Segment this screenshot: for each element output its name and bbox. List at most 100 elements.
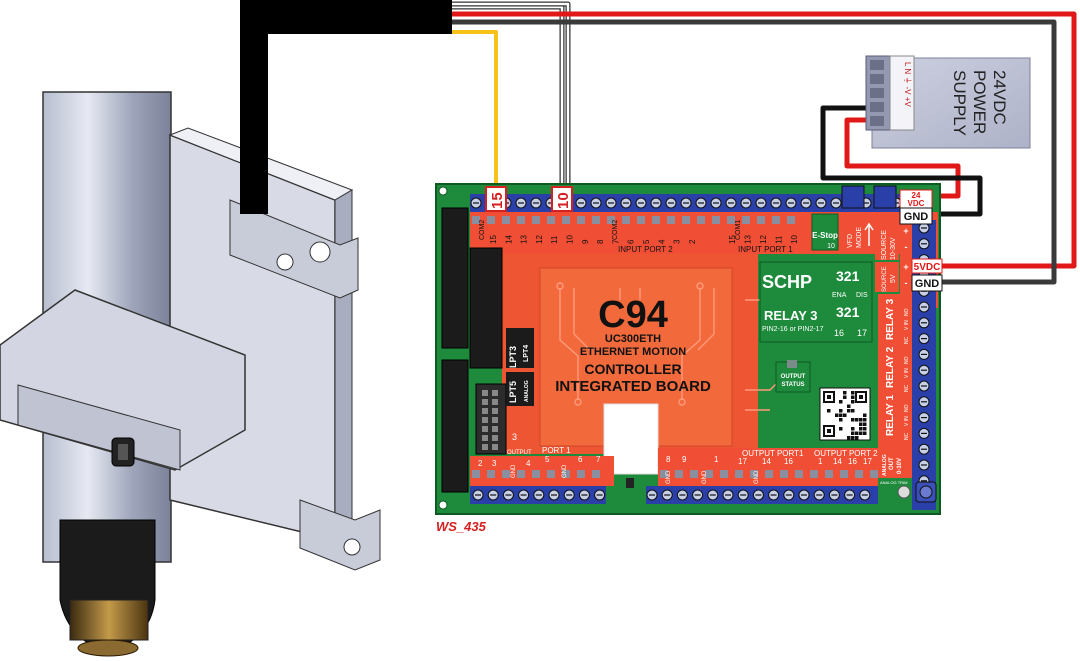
header-pin xyxy=(482,435,488,441)
label-lpt3: LPT3 xyxy=(508,346,518,368)
relay-terminal-label: V IN xyxy=(904,368,910,378)
psu-terminal-labels: L N ⏚ -V +V xyxy=(903,62,912,107)
header-pad xyxy=(607,216,615,224)
header-pad xyxy=(502,216,510,224)
label-gnd-b: GND xyxy=(915,278,940,290)
bl-output-port2: OUTPUT PORT 2 xyxy=(814,449,878,458)
qr-module xyxy=(863,431,867,435)
relay-1-label: RELAY 1 xyxy=(885,394,896,436)
bottom-pad xyxy=(562,470,570,478)
label-lpt5: LPT5 xyxy=(508,381,518,403)
bottom-pad xyxy=(592,470,600,478)
label-com2-b: COM2 xyxy=(612,220,619,240)
header-pin xyxy=(492,435,498,441)
qr-code xyxy=(823,391,867,440)
relay-terminal-label: V IN xyxy=(904,416,910,426)
header-pad xyxy=(667,216,675,224)
input-port1-pin: 12 xyxy=(759,235,768,244)
bottom-pad xyxy=(720,470,728,478)
callout-pin-15: 15 xyxy=(489,192,506,209)
analog-out-3: 0-10V xyxy=(897,458,903,474)
header-pin xyxy=(482,426,488,432)
psu-line-3: SUPPLY xyxy=(950,70,969,136)
header-pin xyxy=(492,444,498,450)
diagram-caption: WS_435 xyxy=(436,519,487,534)
input-port1-pin: 15 xyxy=(728,235,737,244)
qr-module xyxy=(847,404,851,408)
header-pad xyxy=(727,216,735,224)
input-port2-pin: 13 xyxy=(520,235,529,244)
qr-module xyxy=(839,409,843,413)
pin-header xyxy=(482,390,498,450)
input-port2-pin: 6 xyxy=(627,239,636,244)
bl-2: 2 xyxy=(478,459,483,468)
header-pad xyxy=(712,216,720,224)
input-port2-pin: 5 xyxy=(642,239,651,244)
bl-gnd-3: GND xyxy=(666,470,672,484)
header-pad xyxy=(547,216,555,224)
relay3-pin-note: PIN2-16 or PIN2-17 xyxy=(762,326,824,333)
bottom-pad xyxy=(547,470,555,478)
header-pad xyxy=(577,216,585,224)
relay-terminal-label: NC xyxy=(904,384,910,392)
input-port2-pin: 14 xyxy=(504,235,513,244)
bl-3: 3 xyxy=(492,459,497,468)
label-vfd: VFD xyxy=(847,234,854,248)
relay-3-label: RELAY 3 xyxy=(885,298,896,340)
header-pad xyxy=(772,216,780,224)
bl-gnd-5: GND xyxy=(754,470,760,484)
torch-mechanism xyxy=(0,0,452,657)
qr-module xyxy=(843,395,847,399)
bottom-pad xyxy=(735,470,743,478)
board-model: C94 xyxy=(598,294,668,336)
psu-terminal-screws xyxy=(870,60,884,126)
qr-module xyxy=(851,436,855,440)
qr-module xyxy=(827,409,831,413)
analog-out-1: ANALOG xyxy=(882,454,888,476)
qr-module xyxy=(851,418,855,422)
bl-gnd-2: GND xyxy=(562,464,568,478)
bl-5: 5 xyxy=(545,455,550,464)
label-source2: SOURCE xyxy=(882,266,888,292)
input-port2-pin: 11 xyxy=(550,235,559,244)
header-pad xyxy=(652,216,660,224)
qr-finder-core xyxy=(859,395,863,399)
input-port2-pin: 9 xyxy=(581,239,590,244)
label-plus-a: + xyxy=(903,226,908,236)
label-minus-a: - xyxy=(905,242,908,252)
header-pad xyxy=(517,216,525,224)
bottom-pad xyxy=(765,470,773,478)
bottom-pad xyxy=(810,470,818,478)
label-input-port2: INPUT PORT 2 xyxy=(618,245,673,254)
input-port2-pin: 3 xyxy=(673,239,682,244)
qr-module xyxy=(839,418,843,422)
relay-terminal-label: NO xyxy=(904,404,910,412)
label-source-range: 10-30V xyxy=(890,237,897,260)
qr-module xyxy=(855,418,859,422)
board-subtitle-1: UC300ETH xyxy=(605,333,661,345)
wires xyxy=(452,1,1077,285)
relay3-title: RELAY 3 xyxy=(764,308,817,323)
analog-out-2: OUT xyxy=(889,457,895,470)
output-port2-pin: 14 xyxy=(833,457,842,466)
qr-module xyxy=(855,436,859,440)
qr-module xyxy=(859,418,863,422)
pin-callouts: 15 10 xyxy=(485,186,573,212)
pcb-traces xyxy=(556,282,781,411)
bottom-pad xyxy=(502,470,510,478)
bottom-pad xyxy=(750,470,758,478)
qr-module xyxy=(851,431,855,435)
input-port2-pin: 12 xyxy=(535,235,544,244)
input-port2-pin: 4 xyxy=(657,239,666,244)
label-source: SOURCE xyxy=(881,230,888,260)
header-pads xyxy=(472,216,795,224)
label-24: 24 xyxy=(912,191,921,200)
label-vfd-mode: MODE xyxy=(856,227,863,248)
qr-module xyxy=(843,413,847,417)
relay-terminal-label: NC xyxy=(904,432,910,440)
header-pad xyxy=(532,216,540,224)
top-terminal-screws xyxy=(470,197,902,209)
bottom-pad xyxy=(532,470,540,478)
